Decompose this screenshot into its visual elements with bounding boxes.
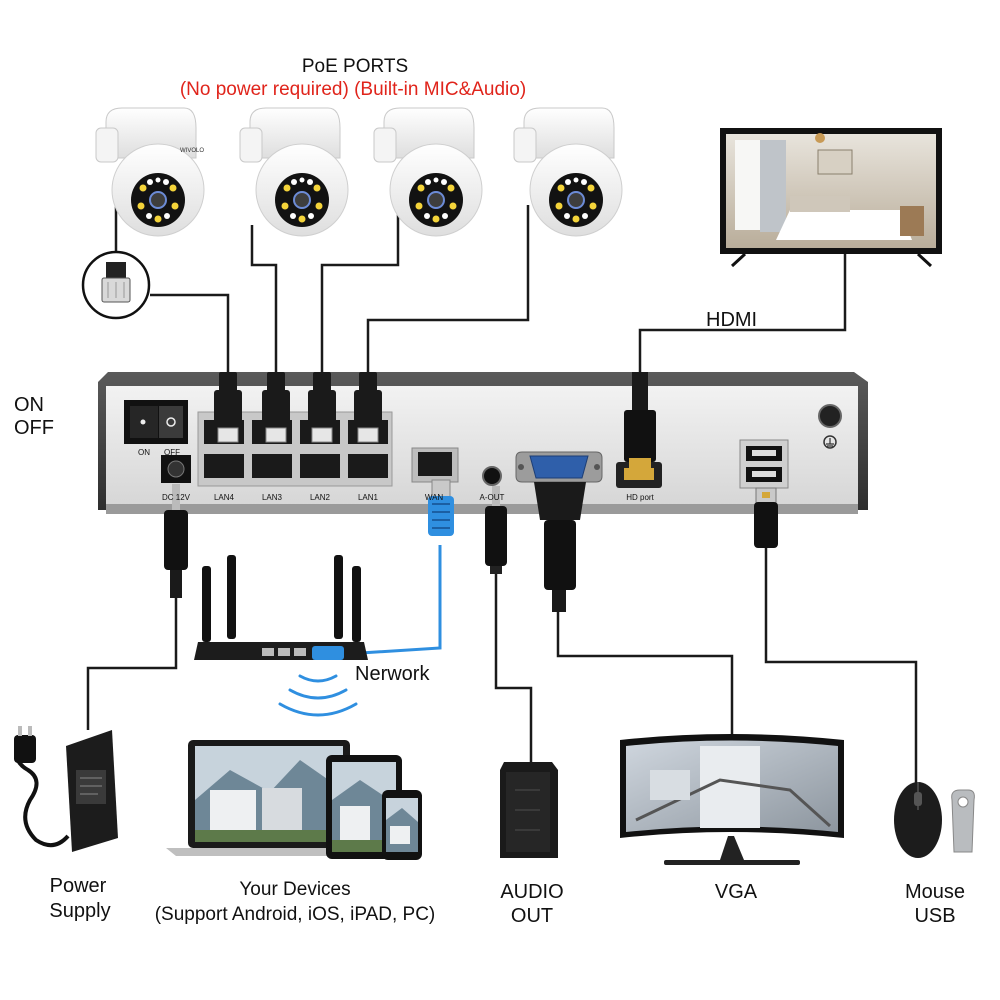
tv-monitor (720, 128, 942, 268)
lan-port-block (197, 411, 393, 487)
lan-port-label-3: LAN2 (310, 493, 331, 502)
camera-1: WIVOLO (95, 107, 205, 237)
off-label: OFF (14, 417, 54, 439)
vga-label: VGA (715, 881, 758, 903)
aout-port-label: A-OUT (480, 493, 505, 502)
rj45-connector-detail (81, 250, 151, 320)
mouse-device (894, 782, 942, 858)
audio-plug (485, 486, 507, 574)
power-supply-adapter (14, 726, 118, 852)
poe-title: PoE PORTS (302, 56, 408, 77)
camera-2-cable (250, 225, 278, 372)
vga-monitor (620, 734, 844, 865)
speaker (500, 762, 558, 858)
usb-flash-drive (951, 789, 975, 853)
your-devices-support-label: (Support Android, iOS, iPAD, PC) (155, 904, 436, 925)
vga-cable (556, 610, 734, 742)
lan-port-label-4: LAN1 (358, 493, 379, 502)
camera-1-cable-lower (150, 293, 230, 372)
power-cable (86, 595, 178, 730)
dc-port-label: DC 12V (162, 493, 191, 502)
vga-plug (534, 482, 586, 612)
hdmi-cable (638, 250, 847, 372)
hdmi-plug (624, 372, 656, 476)
power-supply-label-1: Power (50, 875, 107, 897)
camera-brand-label: WIVOLO (180, 148, 204, 154)
wifi-router (194, 555, 368, 660)
usb-label: USB (914, 905, 955, 927)
lan-plugs (214, 372, 382, 443)
client-devices (166, 740, 422, 860)
camera-3 (373, 107, 483, 237)
usb-cable (764, 545, 918, 784)
camera-4-cable (366, 205, 530, 372)
camera-3-cable (320, 200, 400, 372)
dc-power-plug (164, 484, 188, 598)
camera-4 (513, 107, 623, 237)
power-supply-label-2: Supply (49, 900, 110, 922)
poe-subtitle: (No power required) (Built-in MIC&Audio) (180, 79, 526, 100)
hd-port-label: HD port (626, 493, 654, 502)
audio-cable (494, 570, 533, 765)
cable-group (86, 175, 918, 784)
wifi-signal-icon (278, 674, 358, 717)
audio-out-label-2: OUT (511, 905, 553, 927)
network-label: Nerwork (355, 663, 430, 685)
wan-network-plug (428, 479, 454, 536)
mouse-label: Mouse (905, 881, 965, 903)
wan-port-label: WAN (425, 493, 444, 502)
switch-off-text: OFF (164, 448, 180, 457)
your-devices-label: Your Devices (239, 879, 350, 900)
usb-plug (754, 487, 778, 548)
network-cable (344, 545, 442, 656)
camera-2 (239, 107, 349, 237)
lan-port-label-2: LAN3 (262, 493, 283, 502)
switch-on-text: ON (138, 448, 150, 457)
audio-out-label-1: AUDIO (500, 881, 563, 903)
on-label: ON (14, 394, 44, 416)
hdmi-label: HDMI (706, 309, 757, 331)
lan-port-label-1: LAN4 (214, 493, 235, 502)
